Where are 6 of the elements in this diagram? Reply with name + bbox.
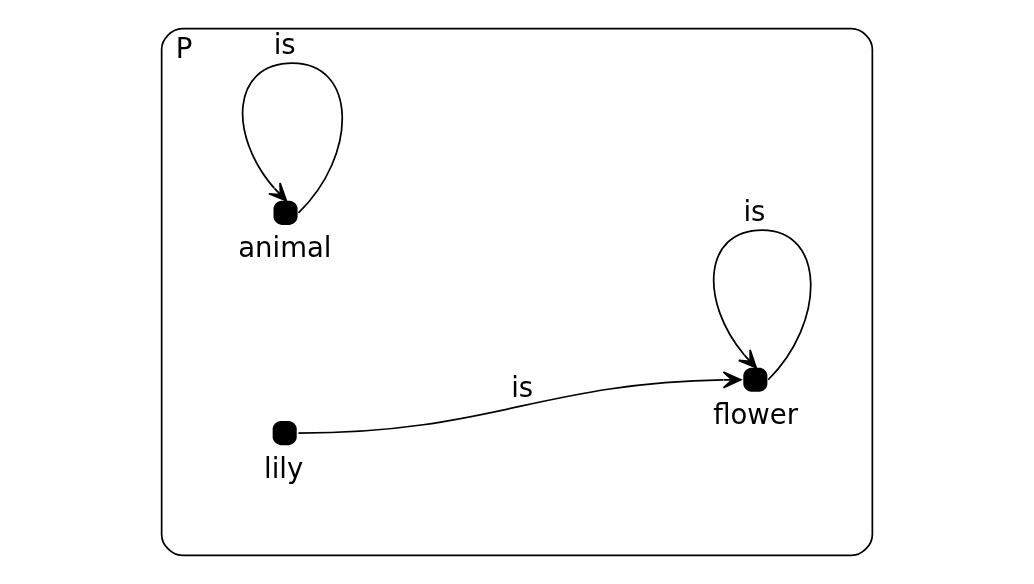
edge-label: is xyxy=(273,28,296,61)
node-label: animal xyxy=(238,231,332,264)
node-label: lily xyxy=(264,451,304,484)
node-label: flower xyxy=(713,398,799,431)
edge-label: is xyxy=(743,195,766,228)
edge-label: is xyxy=(511,370,534,403)
